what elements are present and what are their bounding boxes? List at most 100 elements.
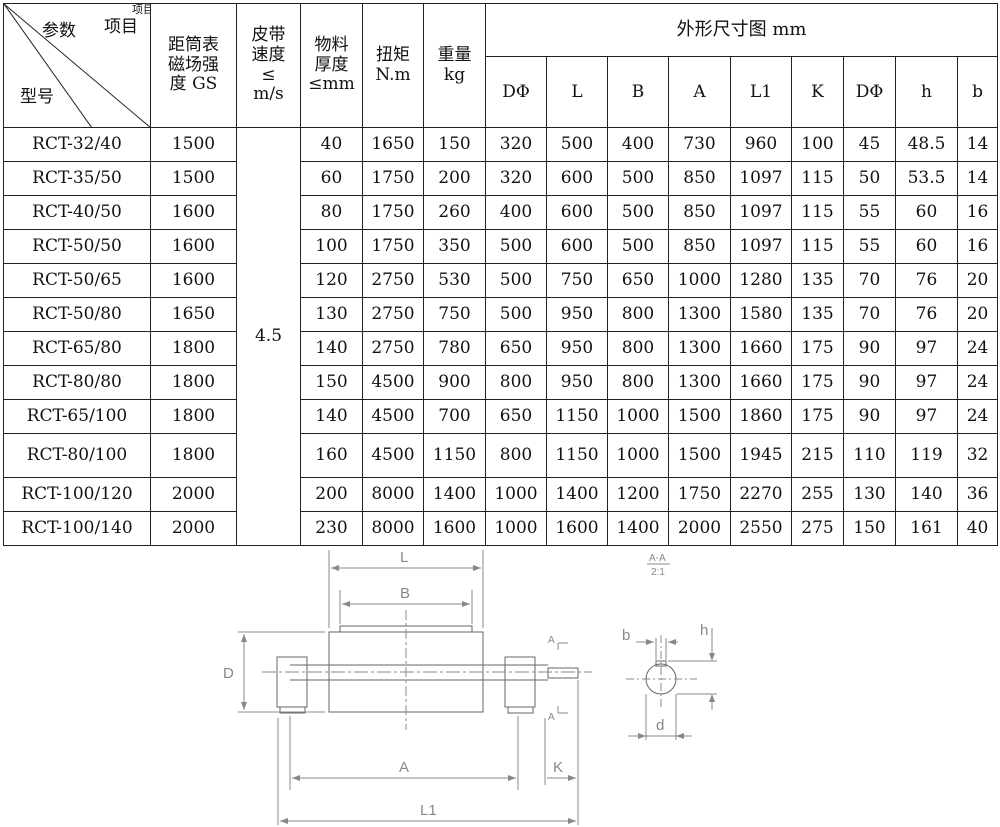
data-cell: 4500 — [362, 365, 424, 400]
data-cell: 70 — [843, 263, 896, 298]
header-dimensions-group: 外形尺寸图 mm — [484, 3, 999, 57]
data-cell: 40 — [956, 511, 999, 546]
data-cell: 53.5 — [895, 161, 958, 196]
data-cell: 48.5 — [895, 127, 958, 162]
data-cell: 1650 — [362, 127, 424, 162]
model-cell: RCT-80/100 — [3, 433, 151, 478]
data-cell: 2750 — [362, 331, 424, 366]
data-cell: 1600 — [546, 511, 608, 546]
section-keyway — [655, 660, 667, 667]
data-cell: 1860 — [730, 399, 792, 434]
data-cell: 140 — [300, 331, 363, 366]
data-cell: 40 — [300, 127, 363, 162]
technical-drawing: L B D A L1 K A A A-A 2:1 b h d — [223, 549, 717, 825]
data-cell: 650 — [607, 263, 669, 298]
data-cell: 350 — [423, 229, 486, 264]
model-cell: RCT-50/50 — [3, 229, 151, 264]
data-cell: 4500 — [362, 399, 424, 434]
data-cell: 60 — [300, 161, 363, 196]
data-cell: 140 — [300, 399, 363, 434]
data-cell: 119 — [895, 433, 958, 478]
section-mark-bottom: A — [548, 712, 555, 723]
data-cell: 500 — [485, 263, 547, 298]
data-cell: 1750 — [362, 195, 424, 230]
data-cell: 8000 — [362, 477, 424, 512]
data-cell: 800 — [607, 331, 669, 366]
data-cell: 960 — [730, 127, 792, 162]
data-cell: 130 — [300, 297, 363, 332]
data-cell: 24 — [956, 331, 999, 366]
field-strength-cell: 1800 — [150, 399, 237, 434]
dimension-lines — [238, 550, 579, 825]
data-cell: 1400 — [423, 477, 486, 512]
data-cell: 1750 — [362, 161, 424, 196]
dim-label-L: L — [400, 549, 408, 566]
dimension-arrows — [241, 565, 576, 824]
data-cell: 650 — [485, 399, 547, 434]
data-cell: 24 — [956, 399, 999, 434]
model-cell: RCT-65/100 — [3, 399, 151, 434]
data-cell: 55 — [843, 229, 896, 264]
data-cell: 1580 — [730, 297, 792, 332]
data-cell: 161 — [895, 511, 958, 546]
model-cell: RCT-50/65 — [3, 263, 151, 298]
data-cell: 140 — [895, 477, 958, 512]
data-cell: 60 — [895, 195, 958, 230]
dim-label-K: K — [553, 759, 563, 776]
model-cell: RCT-35/50 — [3, 161, 151, 196]
data-cell: 500 — [607, 195, 669, 230]
spec-table: 项目 参数 项目 型号 距筒表 磁场强 度 GS 皮带 速度 ≤ m/s 物料 … — [3, 3, 999, 546]
data-cell: 14 — [956, 161, 999, 196]
data-cell: 320 — [485, 161, 547, 196]
data-cell: 1945 — [730, 433, 792, 478]
data-cell: 115 — [791, 229, 844, 264]
header-dim-col: B — [607, 56, 669, 128]
data-cell: 1660 — [730, 365, 792, 400]
data-cell: 400 — [485, 195, 547, 230]
data-cell: 50 — [843, 161, 896, 196]
header-torque: 扭矩 N.m — [362, 3, 424, 128]
corner-params-label: 参数 — [42, 21, 76, 41]
data-cell: 1097 — [730, 229, 792, 264]
data-cell: 700 — [423, 399, 486, 434]
data-cell: 2270 — [730, 477, 792, 512]
field-strength-cell: 1800 — [150, 433, 237, 478]
data-cell: 24 — [956, 365, 999, 400]
model-cell: RCT-100/140 — [3, 511, 151, 546]
data-cell: 950 — [546, 331, 608, 366]
header-field-strength: 距筒表 磁场强 度 GS — [150, 3, 237, 128]
field-strength-cell: 2000 — [150, 477, 237, 512]
field-strength-cell: 1600 — [150, 195, 237, 230]
data-cell: 780 — [423, 331, 486, 366]
data-cell: 1500 — [668, 433, 731, 478]
dim-label-B: B — [400, 585, 410, 602]
data-cell: 90 — [843, 365, 896, 400]
model-cell: RCT-80/80 — [3, 365, 151, 400]
field-strength-cell: 1800 — [150, 365, 237, 400]
data-cell: 1400 — [607, 511, 669, 546]
data-cell: 100 — [791, 127, 844, 162]
data-cell: 97 — [895, 331, 958, 366]
data-cell: 100 — [300, 229, 363, 264]
dim-label-D: D — [223, 665, 234, 682]
data-cell: 950 — [546, 297, 608, 332]
data-cell: 150 — [843, 511, 896, 546]
data-cell: 16 — [956, 195, 999, 230]
data-cell: 1000 — [607, 433, 669, 478]
data-cell: 90 — [843, 399, 896, 434]
data-cell: 160 — [300, 433, 363, 478]
data-cell: 750 — [423, 297, 486, 332]
header-dim-col: A — [668, 56, 731, 128]
data-cell: 1300 — [668, 331, 731, 366]
data-cell: 800 — [607, 297, 669, 332]
data-cell: 400 — [607, 127, 669, 162]
data-cell: 750 — [546, 263, 608, 298]
dim-label-A: A — [399, 759, 409, 776]
